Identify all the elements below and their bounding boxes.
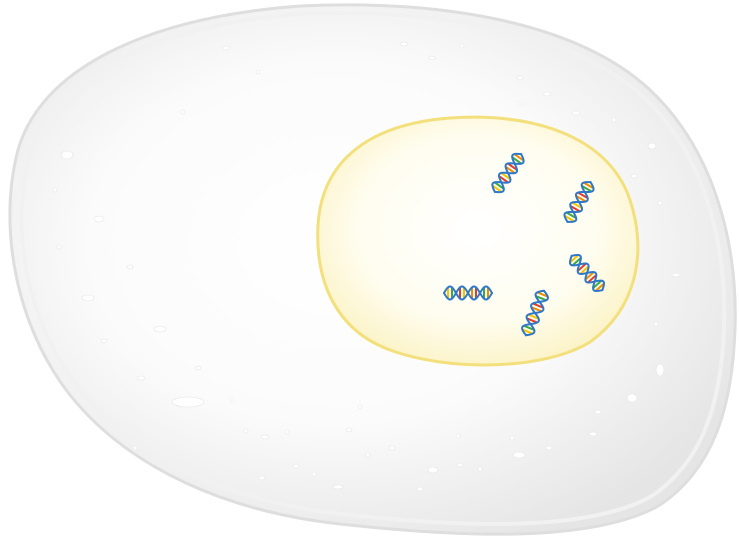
dna-base-pair [592,279,603,289]
dna-base-pair [491,184,503,193]
dna-backbone-b [521,289,549,337]
speckle [671,272,681,278]
speckle [243,428,249,434]
speckle [388,445,396,451]
speckle [126,264,134,270]
speckle [229,397,235,403]
speckle [100,338,108,344]
speckle [516,75,524,81]
speckle [542,91,552,97]
speckle [512,451,526,459]
speckle [260,434,270,440]
speckle [459,43,465,49]
speckle [399,41,409,47]
speckle [416,486,424,492]
speckle [258,475,266,481]
speckle [222,45,230,51]
speckle [571,110,581,116]
dna-base-pair [581,185,593,193]
speckle [357,404,363,410]
speckle [284,429,290,435]
dna-backbone-b [570,253,604,293]
dna-base-pair [569,204,581,213]
dna-base-pair [523,324,535,331]
dna-base-pair [565,211,577,219]
dna-base-pair [513,153,525,162]
speckle [255,69,261,75]
speckle [81,294,95,302]
dna-base-pair [505,165,516,174]
speckle [153,325,167,333]
dna-base-pair [498,175,509,184]
speckle [647,142,657,150]
dna-base-pair [532,302,544,309]
speckle [171,396,205,408]
dna-base-pair [594,282,605,292]
dna-base-pair [507,162,518,171]
speckle [456,462,464,468]
speckle [626,393,638,403]
dna-base-pair [527,313,540,320]
speckle [136,375,146,381]
dna-backbone-b [563,181,595,223]
dna-base-pair [577,262,587,272]
speckle [194,365,202,371]
cell-membrane-rim [19,11,727,526]
speckle [132,445,138,451]
speckle [588,431,598,437]
dna-base-pair [584,271,595,281]
dna-base-pair [575,195,587,203]
dna-base-pair [579,265,590,275]
speckle [428,55,436,61]
dna-base-pair [494,181,505,190]
speckle [477,466,483,472]
speckle [365,452,371,458]
dna-strand-icon [563,181,595,223]
dna-base-pair [587,274,597,284]
dna-strand-icon [521,289,549,337]
dna-base-pair [571,201,583,209]
dna-base-pair [577,191,589,200]
speckle [427,466,439,474]
speckle [630,173,638,179]
dna-base-pair [564,214,575,223]
dna-strands [443,152,606,337]
dna-base-pair [526,317,538,324]
speckle [545,445,553,451]
speckle [594,409,602,415]
speckle [180,109,186,115]
dna-base-pair [535,295,547,302]
cytoplasm-speckles [52,41,681,492]
speckle [345,427,353,433]
speckle [93,215,105,223]
speckle [332,484,344,490]
dna-backbone-b [443,285,493,301]
speckle [52,187,58,193]
speckle [311,471,317,477]
speckle [517,101,523,107]
speckle [56,244,62,250]
dna-base-pair [583,181,594,190]
speckle [292,463,300,469]
speckle [655,363,665,377]
speckle [611,117,617,123]
dna-backbone-b [491,153,525,193]
dna-base-pair [521,328,534,335]
dna-base-pair [571,257,582,267]
speckle [657,200,663,206]
speckle [509,435,515,441]
speckle [653,321,659,327]
dna-strand-icon [491,152,525,194]
dna-strand-icon [568,253,606,293]
dna-base-pair [530,306,543,313]
nucleus [316,115,640,367]
dna-base-pair [536,291,549,298]
dna-base-pair [500,172,511,181]
dna-base-pair [511,156,522,165]
speckle [60,150,74,160]
speckle [455,433,461,439]
dna-base-pair [569,254,580,264]
dna-strand-icon [443,285,493,301]
